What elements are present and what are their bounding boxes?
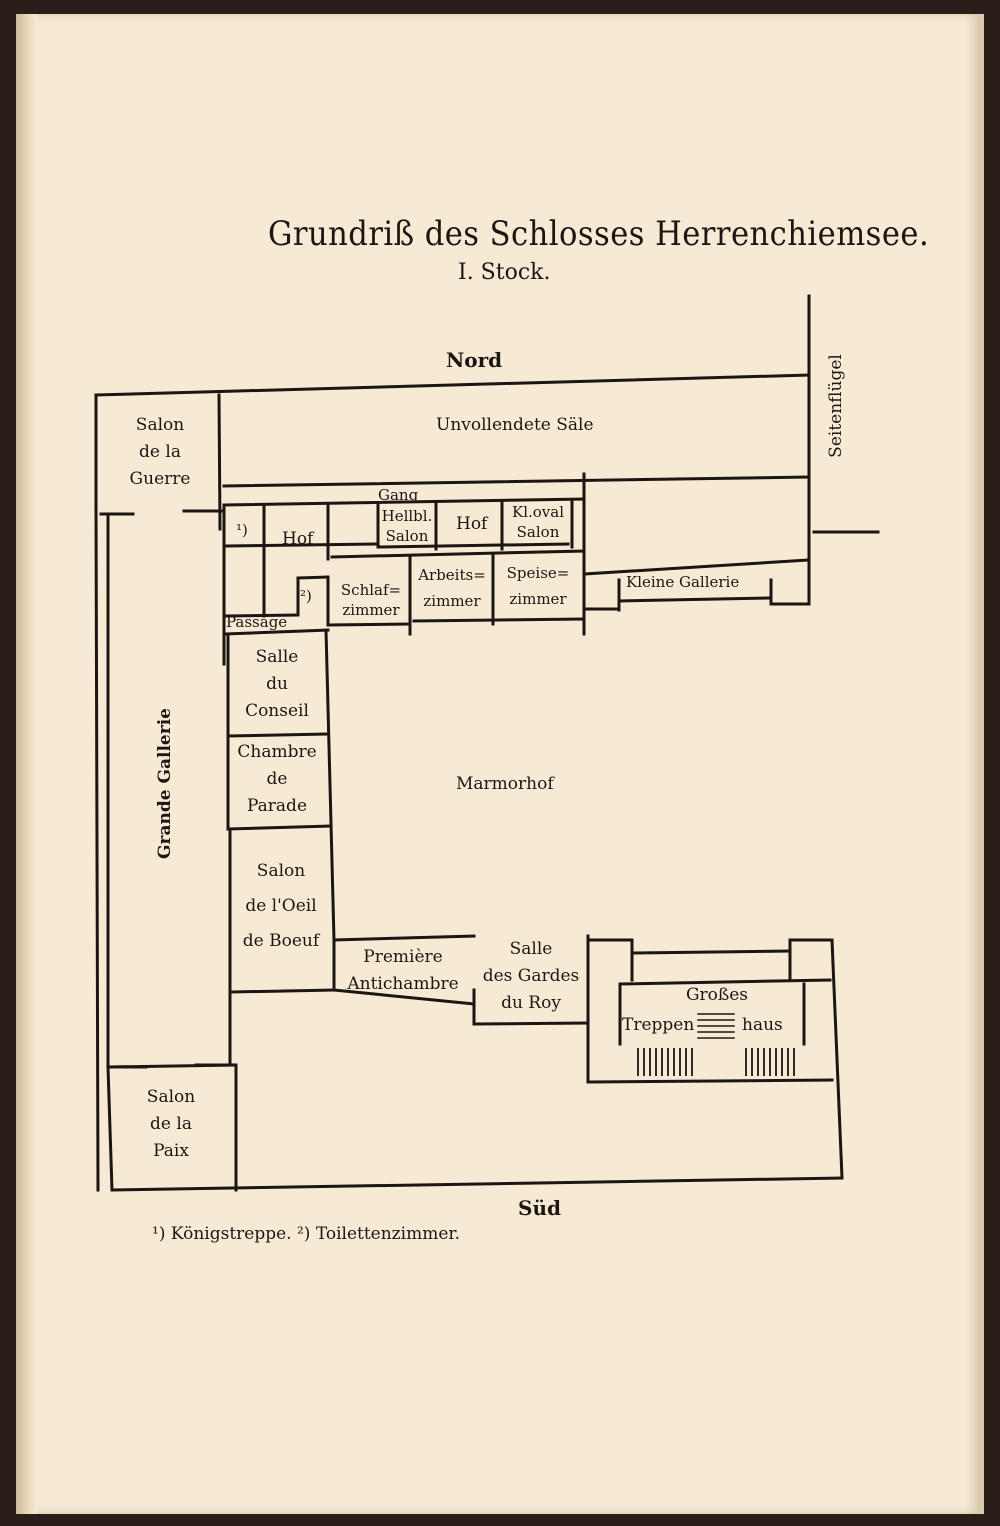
footnote-mark-1: ¹): [236, 521, 248, 539]
schlafzimmer-label: Schlaf=zimmer: [340, 581, 402, 619]
grande-gallerie-label: Grande Gallerie: [155, 708, 175, 859]
hellblauer-salon-label: Hellbl.Salon: [381, 507, 433, 545]
hof-label-1: Hof: [282, 529, 314, 549]
unvollendete-saele-label: Unvollendete Säle: [436, 415, 594, 435]
footnote: ¹) Königstreppe. ²) Toilettenzimmer.: [152, 1224, 461, 1244]
hof-label-2: Hof: [456, 514, 488, 534]
arbeitszimmer-label: Arbeits=zimmer: [418, 566, 486, 610]
footnote-mark-2: ²): [300, 587, 312, 605]
seitenfluegel-label: Seitenflügel: [826, 354, 846, 458]
kleine-gallerie-label: Kleine Gallerie: [626, 573, 740, 591]
passage-label: Passage: [226, 613, 288, 631]
treppenhaus-label-left: Treppen: [622, 1015, 695, 1035]
marmorhof-label: Marmorhof: [456, 774, 554, 794]
grosses-treppenhaus-title: Großes: [685, 985, 749, 1005]
page-subtitle: I. Stock.: [458, 260, 551, 285]
treppenhaus-label-right: haus: [742, 1015, 783, 1035]
page-gutter: [16, 14, 38, 1514]
book-page: Grundriß des Schlosses Herrenchiemsee. I…: [16, 14, 984, 1514]
compass-north: Nord: [446, 348, 503, 372]
speisezimmer-label: Speise=zimmer: [506, 564, 570, 608]
compass-south: Süd: [518, 1196, 561, 1220]
floor-plan: [94, 294, 880, 1192]
gang-label: Gang: [378, 486, 419, 504]
page-title: Grundriß des Schlosses Herrenchiemsee.: [268, 214, 930, 254]
